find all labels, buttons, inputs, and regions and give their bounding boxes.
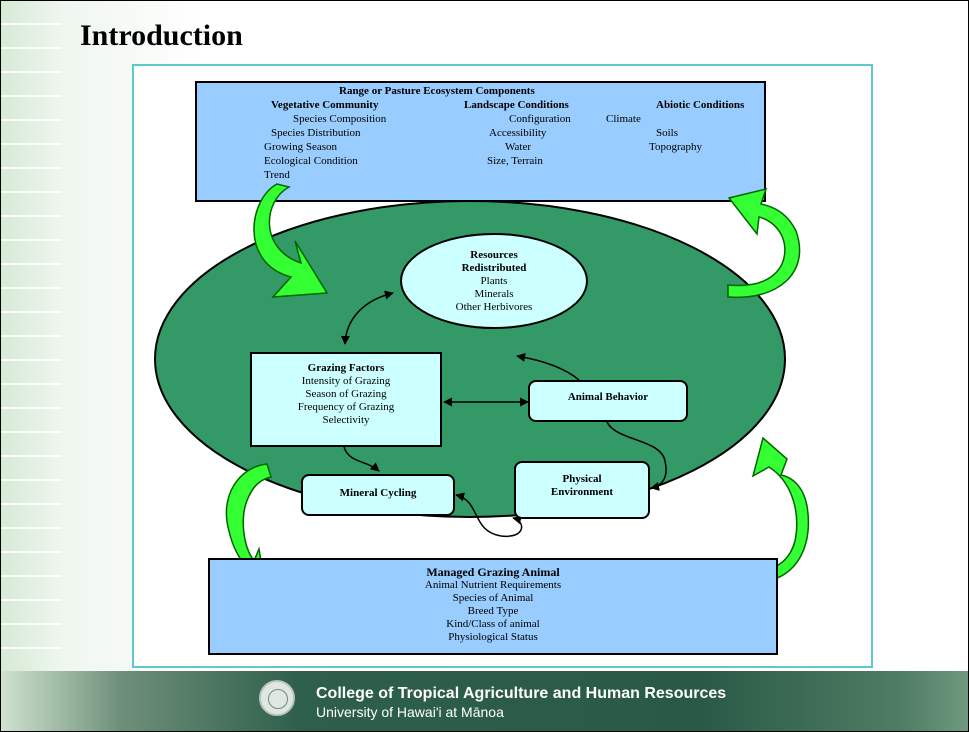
landscape-item: Water	[505, 141, 531, 153]
veg-item: Ecological Condition	[264, 155, 358, 167]
green-arrow-top-left	[253, 183, 329, 298]
resources-redistributed-ellipse: Resources Redistributed Plants Minerals …	[400, 233, 588, 329]
abiotic-item: Topography	[649, 141, 702, 153]
green-arrow-top-right	[727, 187, 801, 299]
abiotic-item: Climate	[606, 113, 641, 125]
vegetative-community-header: Vegetative Community	[271, 99, 379, 111]
veg-item: Species Distribution	[271, 127, 361, 139]
landscape-item: Accessibility	[489, 127, 547, 139]
physical-title: Physical	[562, 473, 602, 485]
ecosystem-components-box: Range or Pasture Ecosystem Components Ve…	[195, 81, 766, 202]
grazing-factors-box: Grazing Factors Intensity of Grazing Sea…	[250, 352, 442, 447]
landscape-item: Configuration	[509, 113, 571, 125]
physical-environment-box: Physical Environment	[514, 461, 650, 519]
resources-item: Other Herbivores	[455, 301, 533, 313]
grazing-item: Season of Grazing	[305, 388, 387, 400]
resources-item: Minerals	[474, 288, 514, 300]
slide-title: Introduction	[80, 19, 243, 52]
resources-grazing-arrow	[340, 290, 394, 345]
landscape-conditions-header: Landscape Conditions	[464, 99, 569, 111]
abiotic-item: Soils	[656, 127, 679, 139]
veg-item: Growing Season	[264, 141, 338, 153]
grazing-item: Intensity of Grazing	[301, 375, 391, 387]
abiotic-conditions-header: Abiotic Conditions	[656, 99, 745, 111]
decorative-stripes	[1, 1, 61, 731]
landscape-item: Size, Terrain	[487, 155, 543, 167]
animal-behavior-title: Animal Behavior	[567, 391, 649, 403]
resources-title: Resources	[470, 249, 518, 261]
managed-grazing-animal-box: Managed Grazing Animal Animal Nutrient R…	[208, 558, 778, 655]
behavior-physical-arrow	[606, 421, 667, 491]
ecosystem-components-title: Range or Pasture Ecosystem Components	[339, 85, 535, 97]
green-arrow-bottom-right	[751, 436, 810, 584]
veg-item: Species Composition	[293, 113, 387, 125]
managed-grazing-animal-title: Managed Grazing Animal	[426, 565, 560, 579]
university-name: University of Hawai'i at Mānoa	[316, 704, 504, 720]
grazing-factors-title: Grazing Factors	[307, 362, 385, 374]
behavior-resources-arrow	[516, 352, 580, 381]
grazing-mineral-arrow	[343, 446, 380, 472]
mineral-cycling-title: Mineral Cycling	[339, 487, 417, 499]
resources-item: Plants	[480, 275, 508, 287]
environment-title: Environment	[550, 486, 614, 498]
college-name: College of Tropical Agriculture and Huma…	[316, 685, 727, 702]
animal-item: Kind/Class of animal	[446, 618, 540, 630]
grazing-item: Frequency of Grazing	[297, 401, 395, 413]
animal-behavior-box: Animal Behavior	[528, 380, 688, 422]
animal-item: Species of Animal	[452, 592, 534, 604]
mineral-physical-arrow	[455, 492, 523, 537]
animal-item: Animal Nutrient Requirements	[424, 579, 562, 591]
veg-item: Trend	[264, 169, 290, 181]
animal-item: Breed Type	[467, 605, 519, 617]
redistributed-title: Redistributed	[461, 262, 527, 274]
animal-item: Physiological Status	[448, 631, 538, 643]
mineral-cycling-box: Mineral Cycling	[301, 474, 455, 516]
grazing-item: Selectivity	[322, 414, 370, 426]
university-seal-icon	[259, 680, 295, 716]
footer-band	[1, 671, 968, 731]
